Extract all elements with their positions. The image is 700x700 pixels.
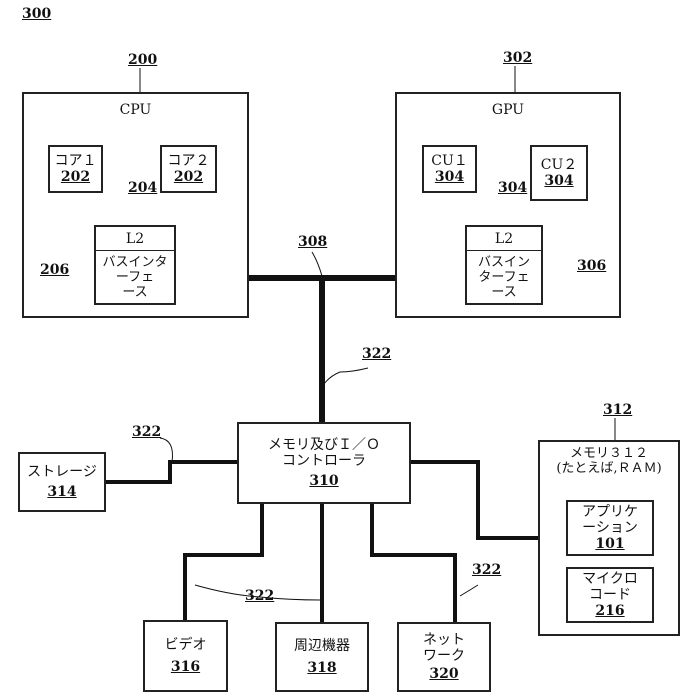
network-label: ネット ワーク — [423, 632, 465, 664]
leader-322-top — [323, 367, 369, 385]
gpu-cu2: CU２ 304 — [530, 145, 588, 201]
video-block: ビデオ 316 — [143, 620, 228, 692]
gpu-l2-label: L2 — [467, 231, 541, 251]
figure-number: 300 — [22, 6, 52, 22]
link-ref-top: 322 — [362, 346, 392, 362]
peripheral-label: 周辺機器 — [294, 638, 350, 654]
application-label: アプリケ ーション — [582, 504, 638, 536]
leader-322-bottom — [194, 584, 321, 601]
cpu-core1-num: 202 — [60, 169, 91, 185]
gpu-cu1: CU１ 304 — [422, 145, 477, 193]
network-link — [370, 504, 457, 622]
cpu-core2-num: 202 — [173, 169, 204, 185]
cpu-core1: コア１ 202 — [48, 145, 103, 193]
network-block: ネット ワーク 320 — [397, 622, 491, 692]
video-link — [183, 504, 264, 620]
microcode-num: 216 — [595, 603, 625, 619]
cpu-l2-label: L2 — [96, 231, 174, 251]
gpu-cu1-num: 304 — [434, 169, 465, 185]
memory-ref: 312 — [603, 402, 633, 418]
gpu-cu2-label: CU２ — [540, 157, 578, 173]
video-label: ビデオ — [164, 637, 207, 653]
microcode-label: マイクロ コード — [582, 571, 638, 603]
memory-label: メモリ３１２ (たとえば,ＲＡＭ) — [556, 446, 662, 476]
cpu-l2-businterface: L2 バスインタ ーフェ ース — [94, 225, 176, 305]
network-num: 320 — [429, 666, 459, 682]
peripheral-block: 周辺機器 318 — [275, 622, 369, 692]
cpu-core2: コア２ 202 — [160, 145, 217, 193]
storage-label: ストレージ — [27, 464, 97, 480]
gpu-bus-interface-ref: 306 — [577, 258, 607, 274]
storage-block: ストレージ 314 — [18, 452, 106, 512]
gpu-bus-interface-label: バスイン ターフェ ース — [477, 255, 530, 300]
peripheral-num: 318 — [307, 660, 337, 676]
cpu-label: CPU — [119, 102, 152, 118]
cpu-bus-interface-label: バスインタ ーフェ ース — [102, 255, 168, 300]
memctl-label: メモリ及びＩ／Ｏ コントローラ — [268, 437, 380, 469]
link-ref-right: 322 — [472, 562, 502, 578]
memctl-num: 310 — [309, 473, 339, 489]
gpu-cu1-label: CU１ — [431, 153, 468, 169]
gpu-l2-businterface: L2 バスイン ターフェ ース — [465, 225, 543, 305]
cpu-core2-label: コア２ — [167, 153, 210, 169]
video-num: 316 — [170, 659, 201, 675]
cpu-core1-label: コア１ — [54, 153, 97, 169]
storage-num: 314 — [47, 484, 77, 500]
storage-link — [105, 460, 238, 484]
cpu-l2-ref: 204 — [128, 180, 158, 196]
microcode-block: マイクロ コード 216 — [566, 567, 654, 623]
gpu-label: GPU — [491, 102, 525, 118]
cpu-bus-interface-ref: 206 — [40, 262, 70, 278]
leader-308 — [311, 251, 323, 277]
leader-322-right — [459, 584, 479, 597]
memory-io-controller: メモリ及びＩ／Ｏ コントローラ 310 — [237, 422, 411, 504]
link-ref-bottom: 322 — [245, 588, 275, 604]
link-ref-left: 322 — [132, 424, 162, 440]
gpu-cu2-num: 304 — [544, 173, 574, 189]
cpu-ref: 200 — [128, 52, 158, 68]
application-num: 101 — [595, 536, 625, 552]
leader-322-left — [159, 437, 173, 463]
bus-ref: 308 — [298, 234, 328, 250]
gpu-l2-ref: 304 — [498, 180, 528, 196]
memory-link — [410, 460, 540, 540]
application-block: アプリケ ーション 101 — [566, 500, 654, 556]
gpu-ref: 302 — [503, 50, 533, 66]
